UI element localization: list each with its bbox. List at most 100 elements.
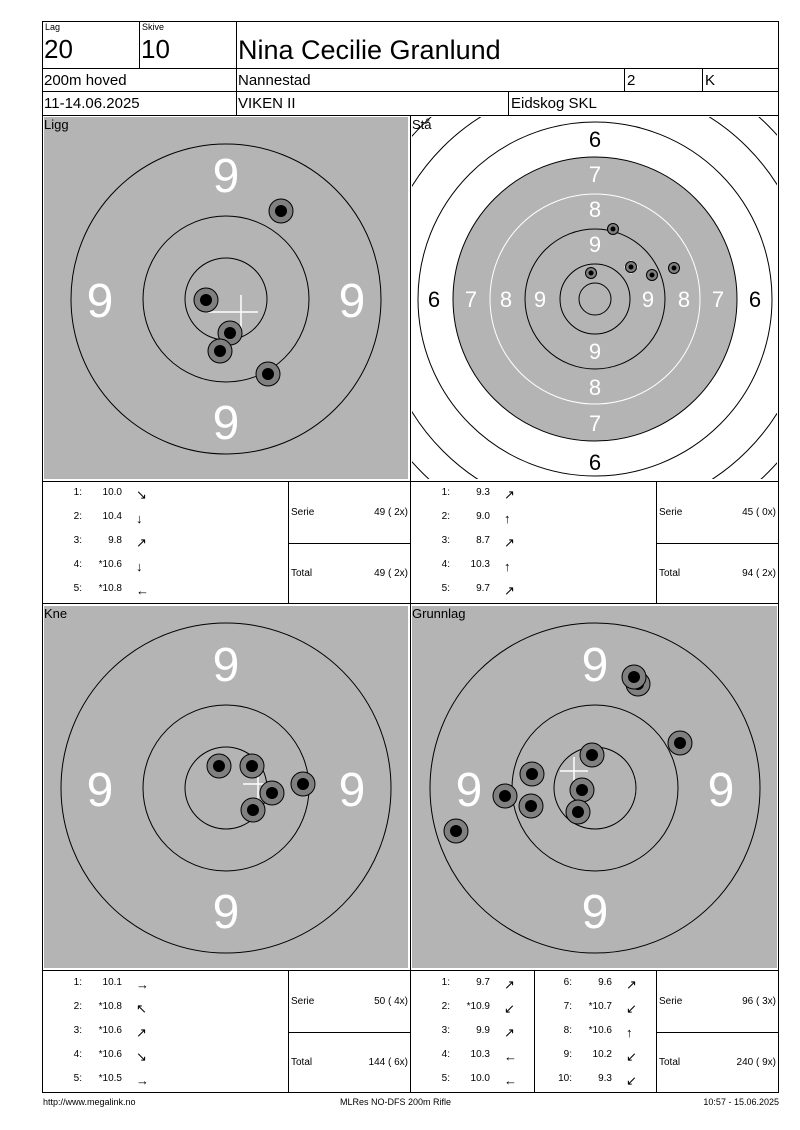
footer-software: MLRes NO-DFS 200m Rifle — [340, 1097, 452, 1107]
direction-arrow-icon: ↙ — [504, 1001, 515, 1016]
ring-label: 9 — [589, 232, 601, 257]
panel-label-ligg: Ligg — [44, 117, 69, 132]
date: 11-14.06.2025 — [44, 95, 140, 112]
target-sta: 6 6 6 6 7 7 7 7 8 8 8 8 9 9 9 9 — [412, 117, 777, 479]
ring-label: 8 — [500, 287, 512, 312]
serie-value: 96 ( 3x) — [742, 996, 776, 1007]
ring-label: 7 — [589, 411, 601, 436]
class-number: 2 — [627, 72, 636, 89]
ring-label: 9 — [339, 764, 366, 817]
ring-label: 9 — [582, 639, 609, 692]
direction-arrow-icon: ↘ — [136, 487, 147, 502]
total-label: Total — [291, 568, 313, 579]
ring-label: 9 — [708, 764, 735, 817]
ring-label: 6 — [428, 287, 440, 312]
serie-value: 45 ( 0x) — [742, 507, 776, 518]
direction-arrow-icon: ↙ — [626, 1049, 637, 1064]
direction-arrow-icon: ↗ — [626, 977, 637, 992]
direction-arrow-icon: ↖ — [136, 1001, 147, 1016]
shot-hole — [207, 338, 233, 364]
direction-arrow-icon: ↑ — [504, 559, 511, 574]
direction-arrow-icon: ↗ — [504, 1025, 515, 1040]
shot-hole — [443, 818, 469, 844]
total-value: 49 ( 2x) — [374, 568, 408, 579]
region: VIKEN II — [238, 95, 296, 112]
panel-label-sta: Stå — [412, 117, 432, 132]
direction-arrow-icon: → — [136, 977, 149, 992]
serie-value: 49 ( 2x) — [374, 507, 408, 518]
direction-arrow-icon: ↗ — [504, 583, 515, 598]
shot-hole — [290, 771, 316, 797]
shooter-name: Nina Cecilie Granlund — [238, 35, 501, 65]
direction-arrow-icon: ↗ — [136, 535, 147, 550]
shot-hole — [621, 664, 647, 690]
footer-timestamp: 10:57 - 15.06.2025 — [703, 1097, 779, 1107]
ring-label: 9 — [642, 287, 654, 312]
ring-label: 7 — [712, 287, 724, 312]
shot-hole — [240, 797, 266, 823]
target-ligg: 9 9 9 9 — [44, 117, 408, 479]
ring-label: 7 — [589, 162, 601, 187]
shot-hole — [579, 742, 605, 768]
ring-label: 9 — [213, 886, 240, 939]
shot-hole — [518, 793, 544, 819]
total-label: Total — [659, 568, 681, 579]
shot-hole — [259, 780, 285, 806]
direction-arrow-icon: ↑ — [504, 511, 511, 526]
direction-arrow-icon: ↘ — [136, 1049, 147, 1064]
direction-arrow-icon: ← — [136, 583, 149, 598]
direction-arrow-icon: ↙ — [626, 1073, 637, 1088]
total-value: 144 ( 6x) — [368, 1057, 408, 1068]
direction-arrow-icon: ↗ — [504, 487, 515, 502]
direction-arrow-icon: ↗ — [504, 977, 515, 992]
shot-hole — [193, 287, 219, 313]
target-kne: 9 9 9 9 — [44, 606, 408, 968]
footer-url[interactable]: http://www.megalink.no — [43, 1097, 136, 1107]
shot-hole — [217, 320, 243, 346]
total-label: Total — [659, 1057, 681, 1068]
ring-label: 9 — [534, 287, 546, 312]
venue: Eidskog SKL — [511, 95, 597, 112]
direction-arrow-icon: ↗ — [136, 1025, 147, 1040]
direction-arrow-icon: ↓ — [136, 559, 143, 574]
ring-label: 7 — [465, 287, 477, 312]
direction-arrow-icon: ← — [504, 1049, 517, 1064]
ring-label: 9 — [213, 150, 240, 203]
shot-hole — [268, 198, 294, 224]
ring-label: 9 — [213, 639, 240, 692]
ring-label: 6 — [589, 127, 601, 152]
ring-label: 9 — [589, 339, 601, 364]
skive-value: 10 — [141, 34, 170, 64]
panel-label-grunnlag: Grunnlag — [412, 606, 466, 621]
ring-label: 9 — [456, 764, 483, 817]
direction-arrow-icon: ↓ — [136, 511, 143, 526]
shot-hole — [569, 777, 595, 803]
serie-value: 50 ( 4x) — [374, 996, 408, 1007]
ring-label: 8 — [589, 375, 601, 400]
ring-label: 9 — [582, 886, 609, 939]
total-value: 240 ( 9x) — [736, 1057, 776, 1068]
shot-hole — [519, 761, 545, 787]
shot-hole — [667, 730, 693, 756]
shot-hole — [492, 783, 518, 809]
serie-label: Serie — [291, 996, 315, 1007]
shot-hole — [255, 361, 281, 387]
ring-label: 6 — [589, 450, 601, 475]
direction-arrow-icon: ↙ — [626, 1001, 637, 1016]
total-value: 94 ( 2x) — [742, 568, 776, 579]
shot-hole — [565, 799, 591, 825]
shot-hole — [668, 262, 680, 274]
total-label: Total — [291, 1057, 313, 1068]
panel-label-kne: Kne — [44, 606, 68, 621]
shot-hole — [585, 267, 597, 279]
direction-arrow-icon: ↑ — [626, 1025, 633, 1040]
shot-hole — [646, 269, 658, 281]
ring-label: 8 — [678, 287, 690, 312]
lag-label: Lag — [45, 22, 61, 32]
shot-hole — [206, 753, 232, 779]
ring-label: 9 — [213, 397, 240, 450]
target-grunnlag: 9 9 9 9 — [412, 606, 777, 968]
direction-arrow-icon: ↗ — [504, 535, 515, 550]
skive-label: Skive — [142, 22, 165, 32]
direction-arrow-icon: ← — [504, 1073, 517, 1088]
